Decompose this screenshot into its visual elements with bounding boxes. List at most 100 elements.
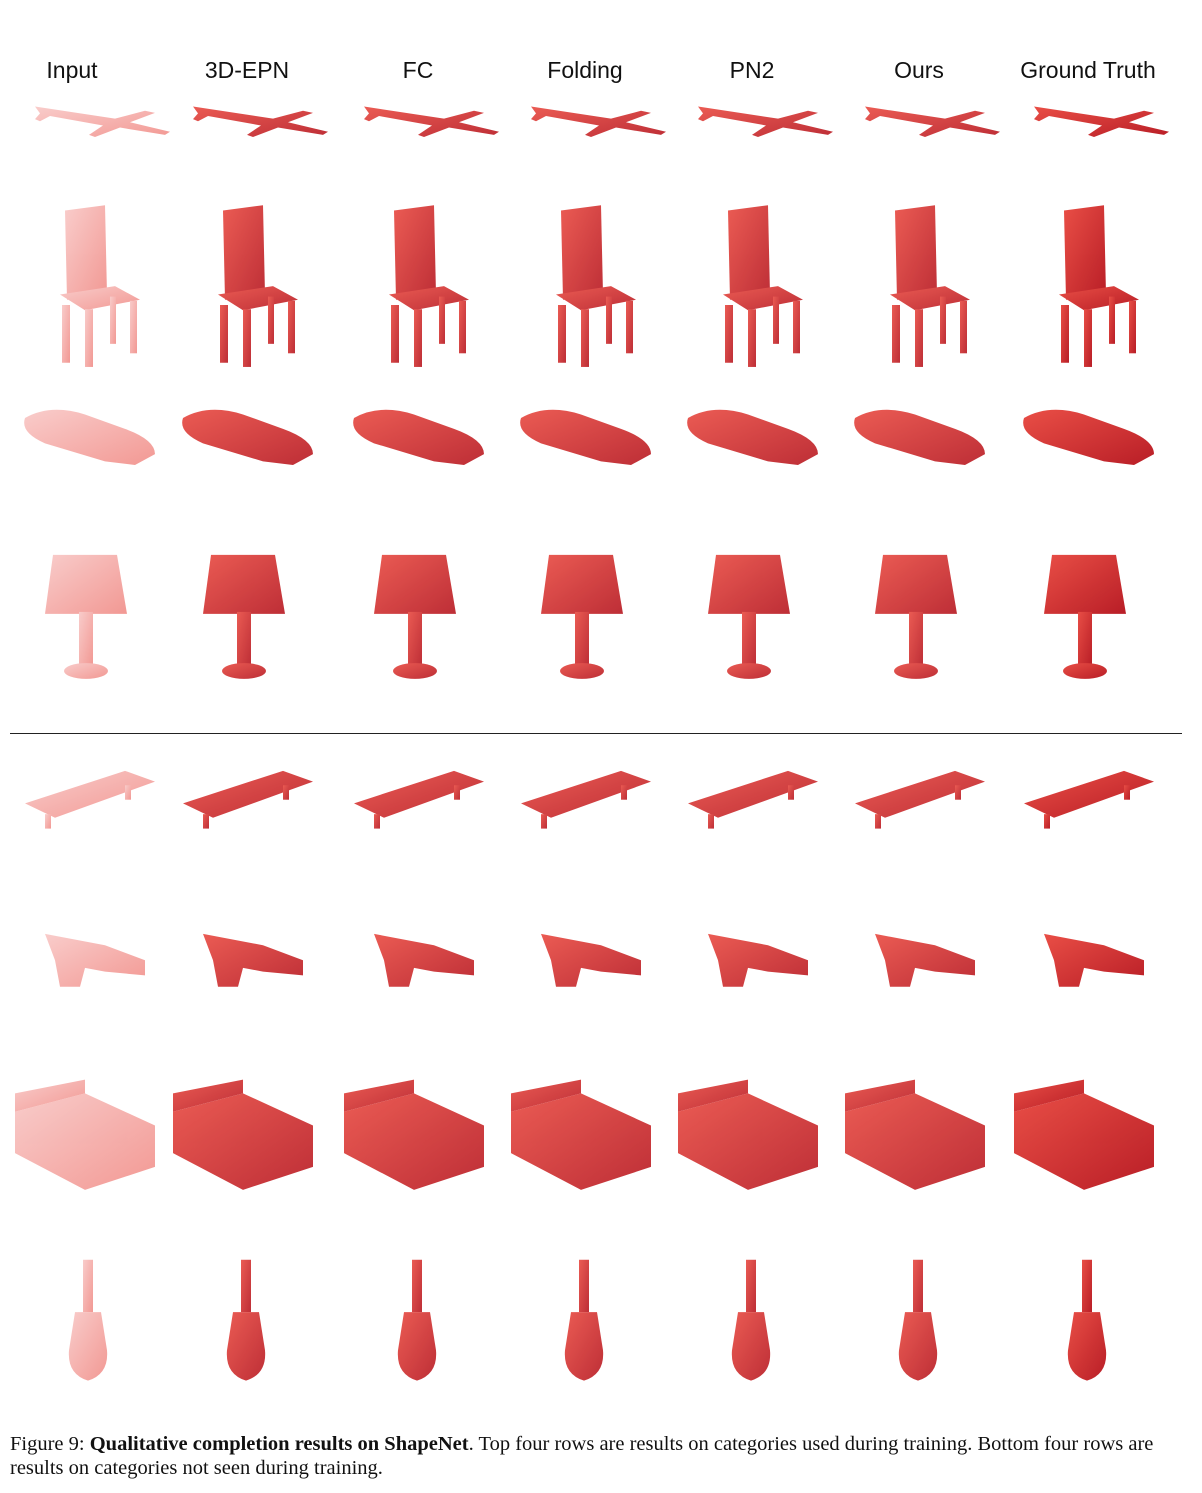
point-cloud-shape — [1023, 409, 1154, 465]
point-cloud-shape — [35, 106, 170, 137]
shape-cell-chair-folding — [501, 200, 669, 367]
shape-cell-car-input — [5, 400, 173, 510]
figure-caption: Figure 9: Qualitative completion results… — [10, 1432, 1192, 1480]
shape-cell-bed-ground-truth — [1004, 1075, 1172, 1215]
shape-cell-airplane-ours — [835, 95, 1003, 175]
shape-cell-chair-fc — [334, 200, 502, 367]
point-cloud-shape — [1014, 1079, 1154, 1190]
point-cloud-shape — [541, 554, 623, 679]
point-cloud-shape — [353, 409, 484, 465]
point-cloud-shape — [865, 106, 1000, 137]
shape-cell-airplane-fc — [334, 95, 502, 175]
col-label-3depn: 3D-EPN — [204, 57, 290, 83]
point-cloud-shape — [344, 1079, 484, 1190]
point-cloud-shape — [1034, 106, 1169, 137]
caption-label: Figure 9: — [10, 1433, 85, 1455]
point-cloud-shape — [687, 409, 818, 465]
point-cloud-shape — [511, 1079, 651, 1190]
shape-cell-bench-ours — [835, 760, 1003, 870]
shape-cell-chair-ground-truth — [1004, 200, 1172, 367]
point-cloud-shape — [698, 106, 833, 137]
shape-cell-lamp-fc — [334, 545, 502, 695]
point-cloud-shape — [354, 770, 484, 829]
point-cloud-shape — [1044, 554, 1126, 679]
point-cloud-shape — [173, 1079, 313, 1190]
shape-cell-car-3d-epn — [163, 400, 331, 510]
shape-cell-bench-3d-epn — [163, 760, 331, 870]
shape-cell-pistol-3d-epn — [163, 915, 331, 1030]
shape-cell-pistol-fc — [334, 915, 502, 1030]
shape-cell-airplane-folding — [501, 95, 669, 175]
column-header: Input 3D-EPN FC Folding PN2 Ours Ground … — [0, 52, 1202, 88]
point-cloud-shape — [226, 1259, 266, 1381]
shape-cell-lamp-input — [5, 545, 173, 695]
shape-cell-chair-ours — [835, 200, 1003, 367]
point-cloud-shape — [731, 1259, 771, 1381]
col-label-fc: FC — [402, 57, 434, 83]
point-cloud-shape — [520, 409, 651, 465]
point-cloud-shape — [521, 770, 651, 829]
shape-cell-bench-fc — [334, 760, 502, 870]
caption-text: . Top four rows are results on categorie… — [10, 1433, 1154, 1479]
point-cloud-shape — [193, 106, 328, 137]
shape-cell-bench-ground-truth — [1004, 760, 1172, 870]
col-label-ground-truth: Ground Truth — [1020, 57, 1156, 83]
shape-cell-airplane-pn2 — [668, 95, 836, 175]
point-cloud-shape — [68, 1259, 108, 1381]
shape-cell-guitar-input — [5, 1255, 173, 1400]
shape-cell-bed-ours — [835, 1075, 1003, 1215]
col-label-pn2: PN2 — [729, 57, 775, 83]
shape-cell-airplane-input — [5, 95, 173, 175]
point-cloud-shape — [688, 770, 818, 829]
col-label-ours: Ours — [894, 57, 944, 83]
shape-cell-bench-pn2 — [668, 760, 836, 870]
shape-cell-guitar-3d-epn — [163, 1255, 331, 1400]
shape-cell-pistol-folding — [501, 915, 669, 1030]
point-cloud-shape — [898, 1259, 938, 1381]
point-cloud-shape — [25, 770, 155, 829]
point-cloud-shape — [854, 409, 985, 465]
shape-cell-guitar-fc — [334, 1255, 502, 1400]
point-cloud-shape — [855, 770, 985, 829]
point-cloud-shape — [845, 1079, 985, 1190]
point-cloud-shape — [364, 106, 499, 137]
point-cloud-shape — [678, 1079, 818, 1190]
point-cloud-shape — [708, 933, 808, 987]
point-cloud-shape — [218, 205, 298, 367]
shape-cell-chair-pn2 — [668, 200, 836, 367]
point-cloud-shape — [397, 1259, 437, 1381]
col-label-input: Input — [46, 57, 98, 83]
point-cloud-shape — [556, 205, 636, 367]
shape-cell-airplane-ground-truth — [1004, 95, 1172, 175]
shape-cell-pistol-pn2 — [668, 915, 836, 1030]
point-cloud-shape — [24, 409, 155, 465]
point-cloud-shape — [1067, 1259, 1107, 1381]
shape-cell-airplane-3d-epn — [163, 95, 331, 175]
shape-cell-chair-input — [5, 200, 173, 367]
col-label-folding: Folding — [547, 57, 623, 83]
point-cloud-shape — [564, 1259, 604, 1381]
point-cloud-shape — [15, 1079, 155, 1190]
point-cloud-shape — [1044, 933, 1144, 987]
shape-cell-guitar-ground-truth — [1004, 1255, 1172, 1400]
point-cloud-shape — [531, 106, 666, 137]
seen-unseen-divider — [10, 733, 1182, 734]
shape-cell-car-ground-truth — [1004, 400, 1172, 510]
shape-cell-chair-3d-epn — [163, 200, 331, 367]
point-cloud-shape — [541, 933, 641, 987]
point-cloud-shape — [875, 933, 975, 987]
point-cloud-shape — [203, 933, 303, 987]
point-cloud-shape — [203, 554, 285, 679]
shape-cell-bed-fc — [334, 1075, 502, 1215]
shape-cell-guitar-ours — [835, 1255, 1003, 1400]
shape-cell-car-folding — [501, 400, 669, 510]
point-cloud-shape — [374, 933, 474, 987]
shape-cell-guitar-pn2 — [668, 1255, 836, 1400]
shape-cell-car-ours — [835, 400, 1003, 510]
point-cloud-shape — [374, 554, 456, 679]
shape-cell-pistol-ours — [835, 915, 1003, 1030]
shape-cell-lamp-3d-epn — [163, 545, 331, 695]
shape-cell-bench-input — [5, 760, 173, 870]
shape-cell-pistol-input — [5, 915, 173, 1030]
shape-cell-bed-folding — [501, 1075, 669, 1215]
